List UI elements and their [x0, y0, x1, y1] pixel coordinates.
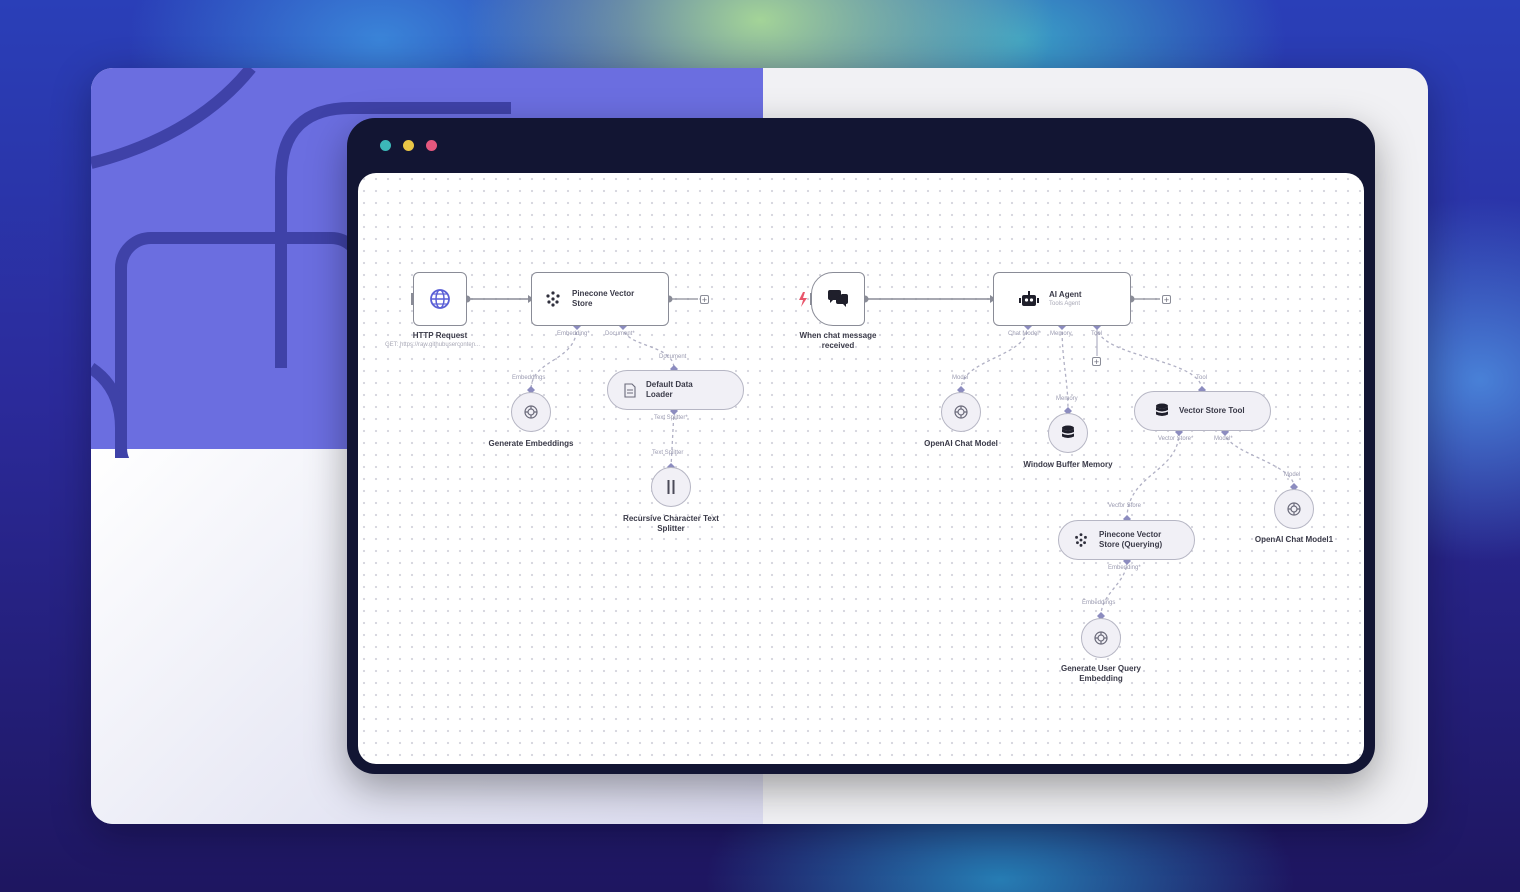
ai-agent-port-chat-model: Chat Model*	[1008, 331, 1042, 337]
pinecone-icon	[1073, 532, 1089, 548]
window-dot-yellow[interactable]	[403, 140, 414, 151]
add-node-after-agent-button[interactable]: +	[1162, 295, 1171, 305]
node-generate-embeddings[interactable]	[511, 392, 551, 432]
memory-title: Window Buffer Memory	[1023, 460, 1113, 469]
robot-icon	[1019, 291, 1039, 307]
openai-chat-model1-title: OpenAI Chat Model1	[1254, 535, 1334, 544]
generate-embeddings-title: Generate Embeddings	[488, 439, 574, 448]
openai-chat-model-title: OpenAI Chat Model	[924, 439, 998, 448]
vector-store-tool-input-label: Tool	[1196, 375, 1208, 381]
ai-agent-port-memory: Memory	[1050, 331, 1072, 337]
openai-icon	[1286, 501, 1302, 517]
openai-icon	[1093, 630, 1109, 646]
globe-icon	[429, 288, 451, 310]
node-openai-chat-model1[interactable]	[1274, 489, 1314, 529]
workflow-canvas[interactable]: HTTP Request GET: https://raw.githubuser…	[358, 173, 1364, 764]
chat-bubbles-icon	[827, 290, 849, 308]
text-splitter-input-label: Text Splitter	[652, 450, 684, 456]
node-http-request[interactable]	[413, 272, 467, 326]
vector-store-tool-title: Vector Store Tool	[1179, 406, 1245, 415]
openai-chat-model1-input-label: Model	[1284, 472, 1301, 478]
ai-agent-title: AI Agent	[1049, 289, 1082, 299]
memory-input-label: Memory	[1056, 396, 1078, 402]
node-generate-user-query-embedding[interactable]	[1081, 618, 1121, 658]
document-icon	[624, 382, 636, 398]
openai-chat-model-input-label: Model	[952, 375, 969, 381]
data-loader-title: Default Data Loader	[646, 380, 693, 399]
generate-embeddings-input-label: Embeddings	[512, 375, 546, 381]
trigger-bolt-icon	[799, 292, 807, 307]
window-dot-pink[interactable]	[426, 140, 437, 151]
vector-store-tool-port-store: Vector Store*	[1158, 436, 1194, 442]
pinecone-query-output-label: Embedding*	[1108, 565, 1141, 571]
add-tool-button[interactable]: +	[1092, 357, 1101, 367]
data-loader-input-label: Document	[659, 354, 687, 360]
splitter-icon	[666, 479, 676, 495]
openai-icon	[953, 404, 969, 420]
node-ai-agent[interactable]: AI Agent Tools Agent	[993, 272, 1131, 326]
ai-agent-port-tool: Tool	[1091, 331, 1103, 337]
pinecone-port-embedding: Embedding*	[557, 331, 590, 337]
node-openai-chat-model[interactable]	[941, 392, 981, 432]
node-vector-store-tool[interactable]: Vector Store Tool	[1134, 391, 1271, 431]
node-text-splitter[interactable]	[651, 467, 691, 507]
vector-store-tool-port-model: Model*	[1214, 436, 1233, 442]
database-icon	[1155, 403, 1169, 419]
openai-icon	[523, 404, 539, 420]
user-query-embedding-title: Generate User Query Embedding	[1060, 664, 1142, 683]
pinecone-icon	[544, 290, 562, 308]
node-default-data-loader[interactable]: Default Data Loader	[607, 370, 744, 410]
pinecone-query-title: Pinecone Vector Store (Querying)	[1099, 530, 1163, 549]
node-pinecone-vector-store[interactable]: Pinecone Vector Store	[531, 272, 669, 326]
add-node-after-pinecone-button[interactable]: +	[700, 295, 709, 305]
node-window-buffer-memory[interactable]	[1048, 413, 1088, 453]
connection-wires	[411, 292, 1298, 620]
window-dot-teal[interactable]	[380, 140, 391, 151]
database-icon	[1061, 425, 1075, 441]
pinecone-store-title: Pinecone Vector Store	[572, 289, 635, 308]
http-request-title: HTTP Request	[412, 331, 468, 340]
chat-trigger-title: When chat message received	[799, 331, 877, 350]
node-pinecone-querying[interactable]: Pinecone Vector Store (Querying)	[1058, 520, 1195, 560]
ai-agent-subtitle: Tools Agent	[1049, 300, 1081, 307]
pinecone-query-input-label: Vector Store	[1108, 503, 1142, 509]
pinecone-port-document: Document*	[605, 331, 635, 337]
user-query-embedding-input-label: Embeddings	[1082, 600, 1116, 606]
app-window: HTTP Request GET: https://raw.githubuser…	[347, 118, 1375, 774]
text-splitter-title: Recursive Character Text Splitter	[623, 514, 719, 533]
node-chat-trigger[interactable]	[811, 272, 865, 326]
data-loader-output-label: Text Splitter*	[654, 415, 688, 421]
http-request-subtitle: GET: https://raw.githubuserconten...	[385, 342, 481, 348]
